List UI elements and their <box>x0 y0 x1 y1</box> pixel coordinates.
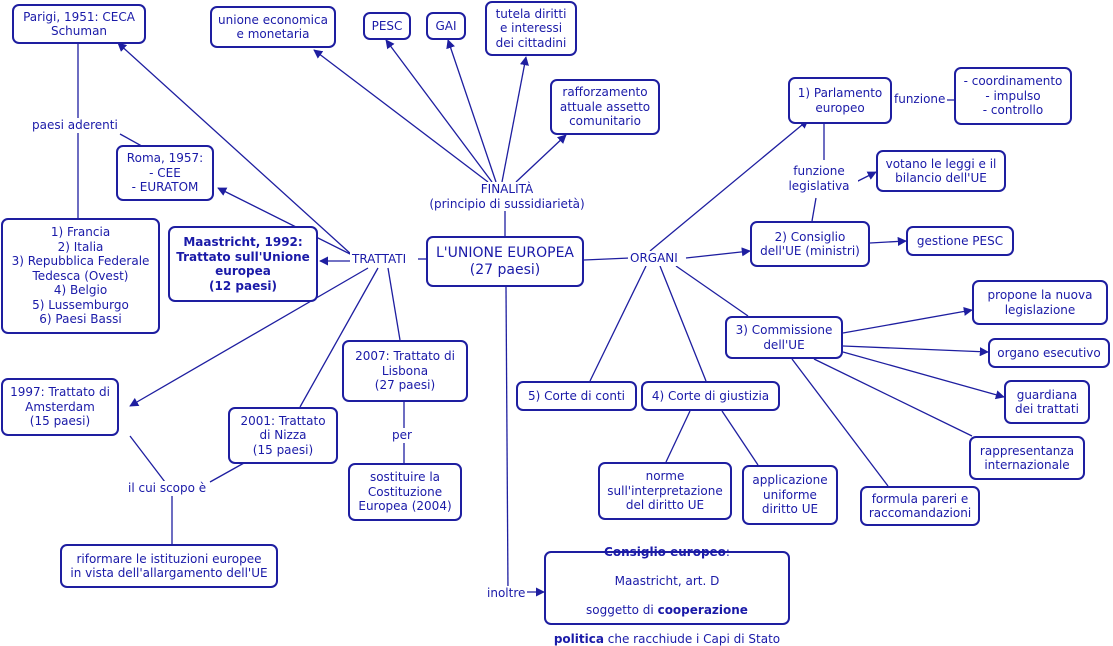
consiglio-europeo-line2-bold: cooperazione <box>657 602 748 617</box>
esecutivo-node: organo esecutivo <box>988 338 1110 368</box>
consiglio-europeo-line1: Maastricht, art. D <box>614 573 720 588</box>
funzione-legislativa-label: funzione legislativa <box>780 164 858 193</box>
consiglio-europeo-title: Consiglio europeo <box>604 544 726 559</box>
unione-economica-node: unione economica e monetaria <box>210 6 336 48</box>
finalita-label: FINALITÀ (principio di sussidiarietà) <box>420 182 594 211</box>
gestione-pesc-node: gestione PESC <box>906 226 1014 256</box>
rappresentanza-node: rappresentanza internazionale <box>969 436 1085 480</box>
gai-node: GAI <box>426 12 466 40</box>
consiglio-europeo-line3-post: che racchiude i Capi di Stato <box>603 631 781 646</box>
riformare-node: riformare le istituzioni europee in vist… <box>60 544 278 588</box>
parlamento-node: 1) Parlamento europeo <box>788 77 892 124</box>
pesc-node: PESC <box>363 12 411 40</box>
costituzione-node: sostituire la Costituzione Europea (2004… <box>348 463 462 521</box>
funzione-label: funzione <box>892 92 948 107</box>
trattati-label: TRATTATI <box>350 252 409 267</box>
per-label: per <box>390 428 414 443</box>
coordinamento-node: - coordinamento - impulso - controllo <box>954 67 1072 125</box>
corte-conti-node: 5) Corte di conti <box>516 381 637 411</box>
rafforzamento-node: rafforzamento attuale assetto comunitari… <box>550 79 660 135</box>
center-node: L'UNIONE EUROPEA(27 paesi) <box>426 236 584 287</box>
paesi-aderenti-label: paesi aderenti <box>30 118 120 133</box>
center-subtitle: (27 paesi) <box>469 261 541 278</box>
paesi-node: 1) Francia 2) Italia 3) Repubblica Feder… <box>1 218 160 334</box>
applicazione-node: applicazione uniforme diritto UE <box>742 465 838 525</box>
center-title: L'UNIONE EUROPEA <box>436 244 574 261</box>
tutela-node: tutela diritti e interessi dei cittadini <box>485 1 577 56</box>
guardiana-node: guardiana dei trattati <box>1004 380 1090 424</box>
connection-lines <box>77 39 1005 597</box>
propone-node: propone la nuova legislazione <box>972 280 1108 325</box>
parigi-node: Parigi, 1951: CECA Schuman <box>12 4 146 44</box>
scopo-label: il cui scopo è <box>126 481 209 496</box>
consiglio-europeo-line3-bold: politica <box>553 631 604 646</box>
nizza-node: 2001: Trattato di Nizza (15 paesi) <box>228 407 338 464</box>
norme-node: norme sull'interpretazione del diritto U… <box>598 462 732 520</box>
consiglio-europeo-node: Consiglio europeo: Maastricht, art. D so… <box>544 545 790 646</box>
roma-node: Roma, 1957: - CEE - EURATOM <box>116 145 214 201</box>
lisbona-node: 2007: Trattato di Lisbona (27 paesi) <box>342 340 468 402</box>
votano-node: votano le leggi e il bilancio dell'UE <box>876 150 1006 192</box>
inoltre-label: inoltre <box>485 586 528 601</box>
organi-label: ORGANI <box>628 251 680 266</box>
pareri-node: formula pareri e raccomandazioni <box>860 486 980 526</box>
maastricht-node: Maastricht, 1992: Trattato sull'Unione e… <box>168 226 318 302</box>
consiglio-europeo-line2-pre: soggetto di <box>586 602 658 617</box>
consiglio-ue-node: 2) Consiglio dell'UE (ministri) <box>750 221 870 267</box>
commissione-node: 3) Commissione dell'UE <box>725 316 843 359</box>
corte-giustizia-node: 4) Corte di giustizia <box>641 381 780 411</box>
amsterdam-node: 1997: Trattato di Amsterdam (15 paesi) <box>1 378 119 436</box>
